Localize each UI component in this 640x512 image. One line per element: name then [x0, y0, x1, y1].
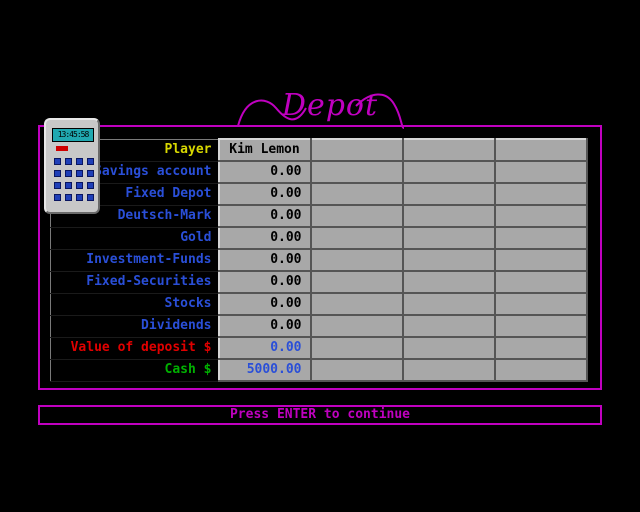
value-cell: [401, 138, 496, 162]
value-cell: [493, 248, 588, 272]
calculator-key: [65, 194, 72, 201]
calculator-icon: 13:45:58: [44, 118, 100, 214]
value-cell: 0.00: [217, 270, 312, 294]
value-cell: [309, 314, 404, 338]
value-cell: [401, 160, 496, 184]
row-label: Investment-Funds: [50, 248, 219, 272]
table-row: Value of deposit $0.00: [50, 336, 588, 360]
value-cell: [309, 182, 404, 206]
calculator-key: [65, 158, 72, 165]
row-label: Stocks: [50, 292, 219, 316]
value-cell: [401, 358, 496, 382]
value-cell: 0.00: [217, 204, 312, 228]
value-cell: [401, 248, 496, 272]
value-cell: [309, 292, 404, 316]
calculator-key: [76, 194, 83, 201]
value-cell: [309, 226, 404, 250]
value-cell: 0.00: [217, 336, 312, 360]
value-cell: [493, 160, 588, 184]
calculator-key: [87, 182, 94, 189]
value-cell: [401, 226, 496, 250]
value-cell: [493, 182, 588, 206]
calculator-key: [54, 170, 61, 177]
value-cell: [309, 336, 404, 360]
value-cell: 0.00: [217, 226, 312, 250]
row-label: Cash $: [50, 358, 219, 382]
depot-frame: [38, 125, 602, 390]
calculator-key: [54, 182, 61, 189]
page-title: Depot: [281, 88, 379, 123]
value-cell: [309, 270, 404, 294]
value-cell: 0.00: [217, 314, 312, 338]
value-cell: 0.00: [217, 248, 312, 272]
calculator-key: [65, 170, 72, 177]
value-cell: [493, 138, 588, 162]
calculator-key: [76, 158, 83, 165]
calculator-key: [65, 182, 72, 189]
calculator-red-key: [56, 146, 68, 151]
value-cell: 0.00: [217, 182, 312, 206]
value-cell: [493, 314, 588, 338]
calculator-display: 13:45:58: [52, 128, 94, 142]
calculator-key: [87, 194, 94, 201]
calculator-key: [76, 182, 83, 189]
calculator-key: [54, 194, 61, 201]
value-cell: [309, 358, 404, 382]
value-cell: 0.00: [217, 160, 312, 184]
row-label: Gold: [50, 226, 219, 250]
value-cell: [401, 182, 496, 206]
value-cell: [401, 270, 496, 294]
value-cell: Kim Lemon: [217, 138, 312, 162]
table-row: Cash $5000.00: [50, 358, 588, 382]
value-cell: [401, 336, 496, 360]
value-cell: [493, 204, 588, 228]
value-cell: [493, 270, 588, 294]
value-cell: [493, 358, 588, 382]
value-cell: [309, 204, 404, 228]
value-cell: [493, 226, 588, 250]
value-cell: [493, 336, 588, 360]
calculator-keypad: [54, 158, 94, 206]
value-cell: [401, 204, 496, 228]
value-cell: [493, 292, 588, 316]
row-label: Fixed-Securities: [50, 270, 219, 294]
value-cell: [401, 314, 496, 338]
continue-prompt[interactable]: Press ENTER to continue: [38, 405, 602, 425]
value-cell: [309, 138, 404, 162]
calculator-key: [76, 170, 83, 177]
value-cell: 0.00: [217, 292, 312, 316]
value-cell: 5000.00: [217, 358, 312, 382]
value-cell: [401, 292, 496, 316]
row-label: Dividends: [50, 314, 219, 338]
value-cell: [309, 160, 404, 184]
calculator-key: [54, 158, 61, 165]
value-cell: [309, 248, 404, 272]
calculator-key: [87, 170, 94, 177]
calculator-key: [87, 158, 94, 165]
row-label: Value of deposit $: [50, 336, 219, 360]
